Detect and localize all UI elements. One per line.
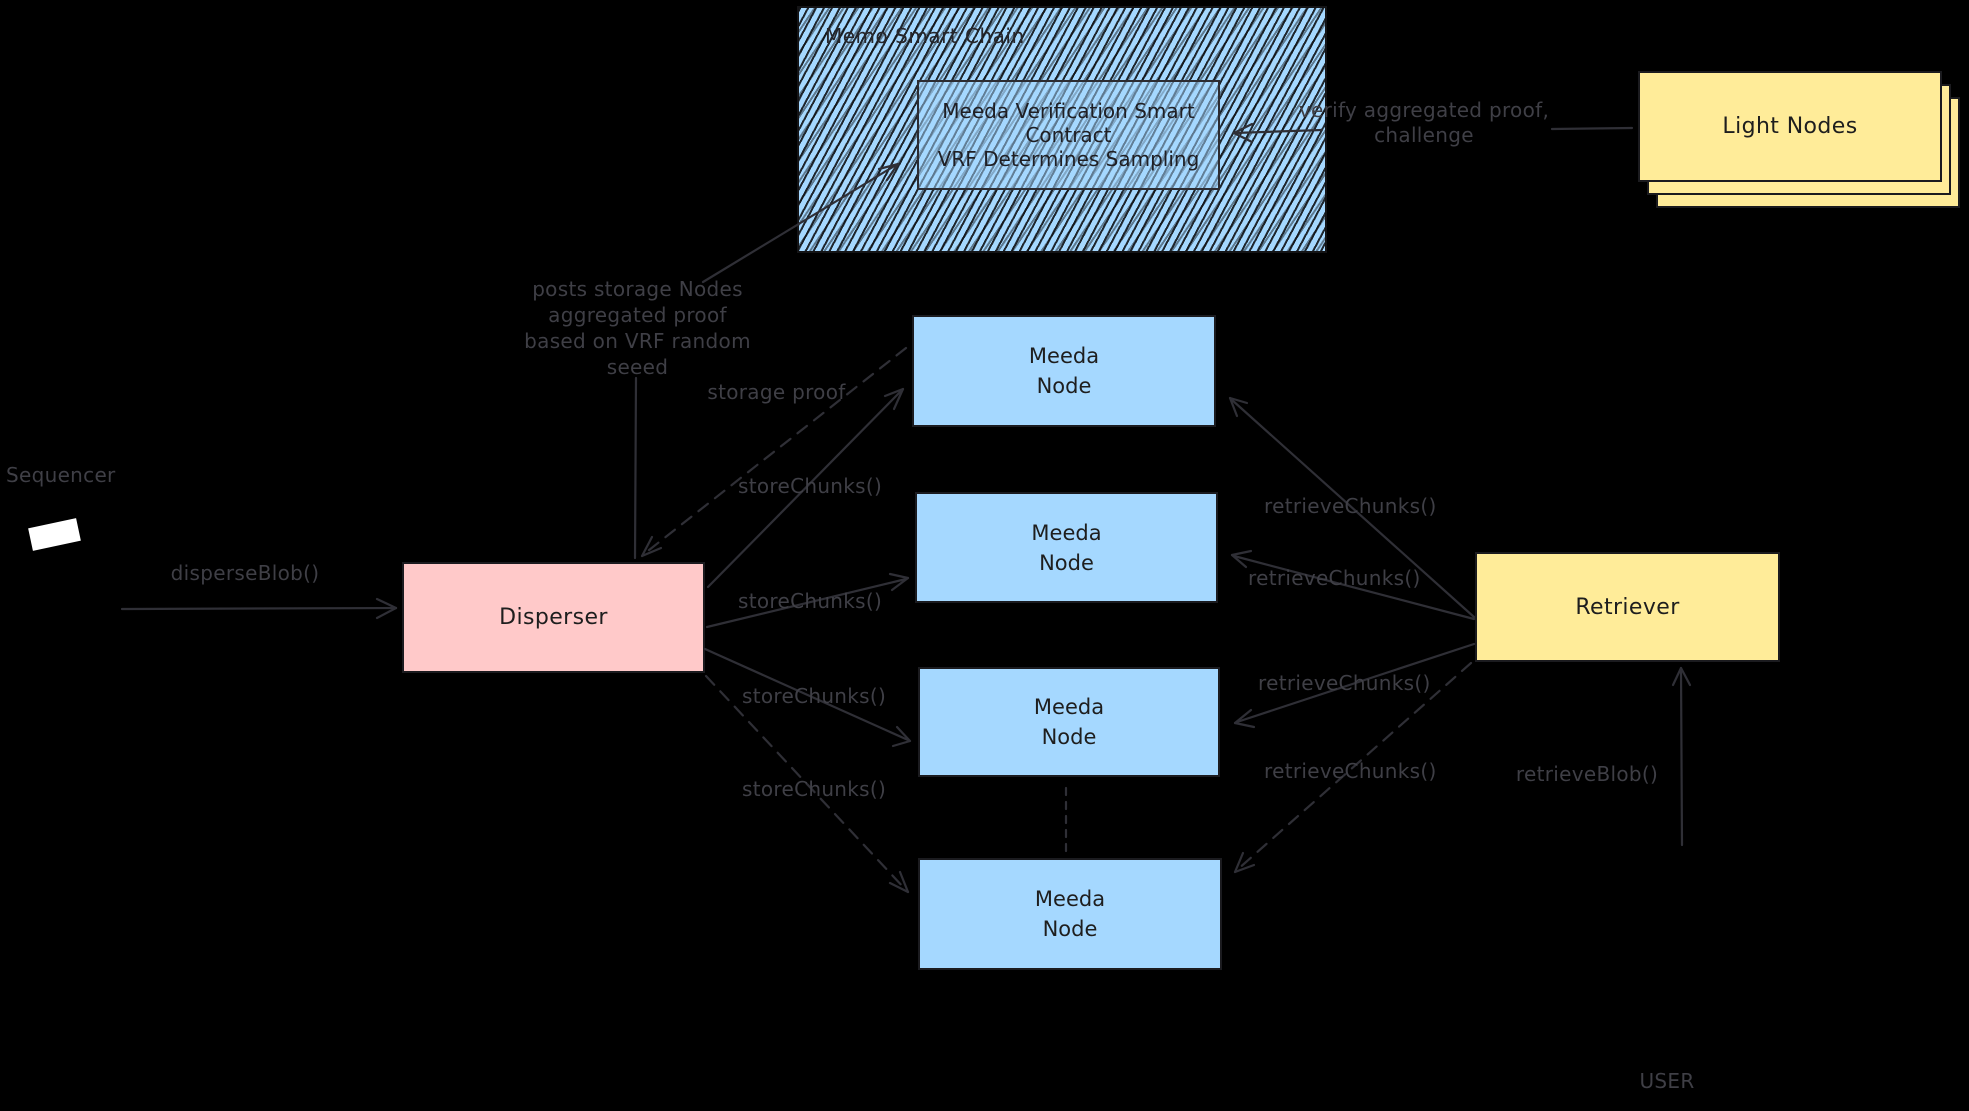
posts-proof-line-1: posts storage Nodes: [532, 277, 743, 301]
storage-proof-label: storage proof: [707, 380, 846, 404]
retrieve-chunks-label-1: retrieveChunks(): [1264, 494, 1437, 518]
meeda-node-2-label-bottom: Node: [1039, 550, 1094, 575]
posts-proof-line-3: based on VRF random: [524, 329, 751, 353]
disperse-blob-label: disperseBlob(): [170, 561, 320, 585]
verification-contract-box: Meeda Verification Smart Contract VRF De…: [917, 80, 1220, 190]
meeda-node-3-label-bottom: Node: [1041, 725, 1097, 749]
light-nodes-box: Light Nodes: [1638, 71, 1942, 182]
verify-proof-label: verify aggregated proof, challenge: [1290, 98, 1558, 148]
memo-smart-chain-title: Memo Smart Chain: [825, 24, 1025, 48]
user-label: USER: [1639, 1069, 1695, 1093]
light-nodes-label: Light Nodes: [1722, 114, 1858, 139]
disperser-box: Disperser: [402, 562, 705, 673]
arrow-retrieve-blob: [1671, 666, 1692, 847]
meeda-node-4-label-top: Meeda: [1034, 887, 1106, 911]
meeda-node-4-label-bottom: Node: [1042, 917, 1098, 941]
disperser-label: Disperser: [499, 605, 608, 630]
meeda-node-1-label-bottom: Node: [1036, 374, 1092, 398]
contract-line-3: VRF Determines Sampling: [937, 147, 1200, 171]
retrieve-chunks-label-2: retrieveChunks(): [1248, 566, 1421, 590]
arrow-disperse-blob: [120, 597, 398, 620]
memo-smart-chain-box: Memo Smart Chain Meeda Verification Smar…: [797, 6, 1327, 253]
verify-proof-line-1: verify aggregated proof,: [1298, 98, 1550, 122]
retriever-label: Retriever: [1575, 594, 1680, 620]
contract-line-1: Meeda Verification Smart: [942, 99, 1195, 123]
posts-proof-line-2: aggregated proof: [548, 303, 727, 327]
retrieve-blob-label: retrieveBlob(): [1515, 762, 1659, 786]
sequencer-screen-icon: [28, 518, 81, 551]
retrieve-chunks-label-3: retrieveChunks(): [1258, 671, 1431, 695]
contract-line-2: Contract: [1025, 123, 1112, 147]
store-chunks-label-4: storeChunks(): [742, 777, 887, 801]
store-chunks-label-1: storeChunks(): [738, 474, 883, 498]
retrieve-chunks-label-4: retrieveChunks(): [1264, 759, 1437, 783]
meeda-node-3-label-top: Meeda: [1033, 695, 1105, 719]
retriever-box: Retriever: [1475, 552, 1780, 662]
posts-proof-label: posts storage Nodes aggregated proof bas…: [515, 276, 760, 380]
verify-proof-line-2: challenge: [1374, 123, 1474, 147]
store-chunks-label-3: storeChunks(): [742, 684, 887, 708]
store-chunks-label-2: storeChunks(): [738, 589, 883, 613]
sequencer-label: Sequencer: [6, 463, 116, 487]
posts-proof-line-4: seeed: [606, 355, 669, 379]
meeda-node-2-label-top: Meeda: [1031, 520, 1102, 545]
meeda-node-1-label-top: Meeda: [1028, 344, 1100, 368]
